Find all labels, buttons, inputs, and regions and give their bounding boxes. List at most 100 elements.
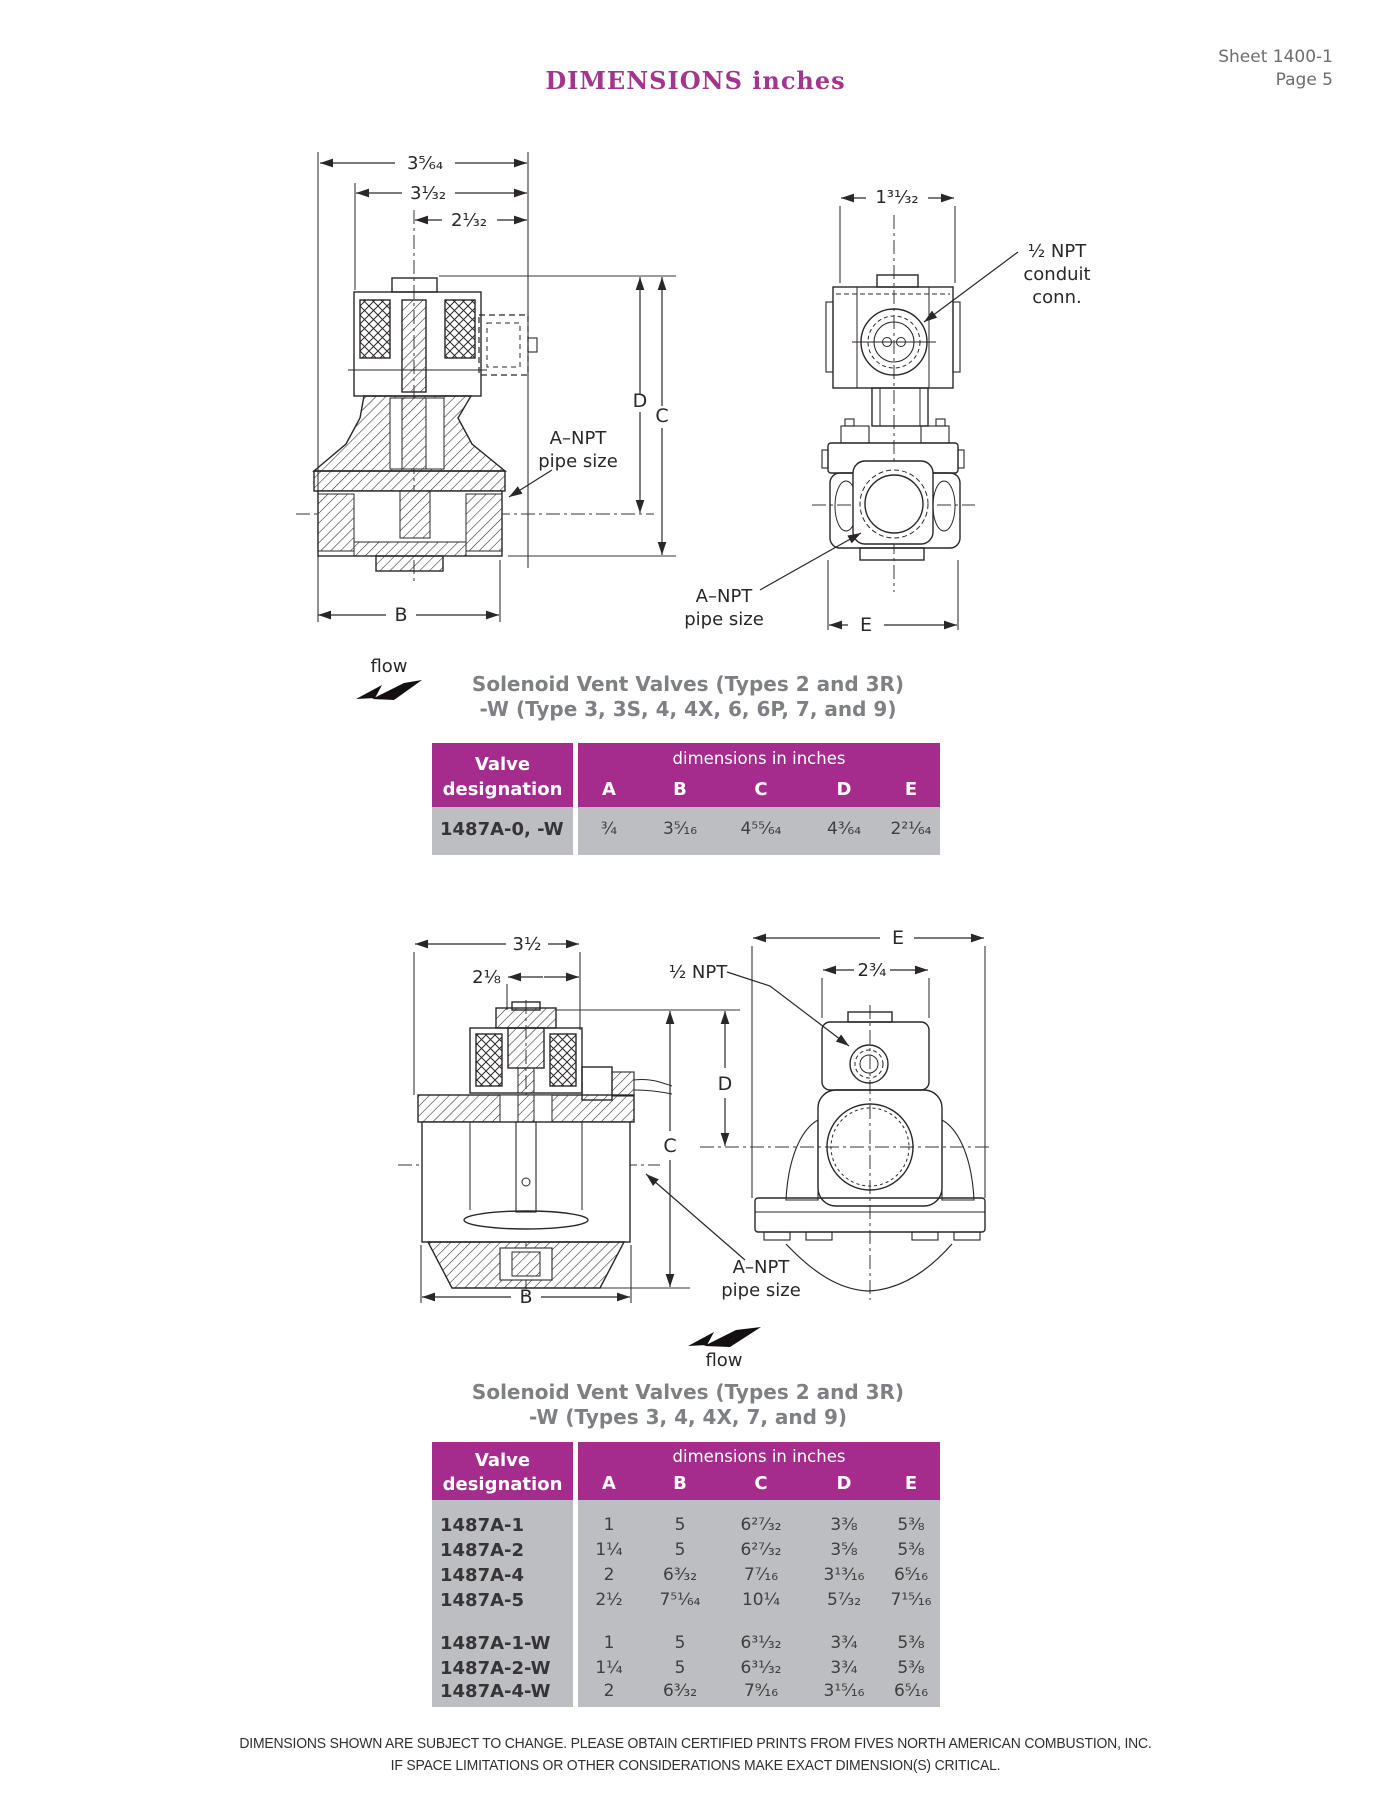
table2-row4-a: 2½: [595, 1590, 623, 1610]
fig2-conduit-note: ½ NPT: [669, 962, 728, 983]
table2-row6-designation: 1487A-2-W: [440, 1658, 551, 1679]
table2-row5-c: 6³¹⁄₃₂: [740, 1633, 782, 1653]
table2-row5-b: 5: [674, 1633, 686, 1653]
fig1-front-extension-lines: [827, 206, 959, 630]
fig1-front-dimension-lines: [829, 193, 957, 630]
fig1-label-d: D: [633, 390, 648, 412]
fig2-dim-overall-width: 3½: [513, 934, 542, 955]
table1-col-a: A: [602, 779, 616, 800]
figure2-caption-line2: -W (Types 3, 4, 4X, 7, and 9): [528, 1405, 848, 1429]
figure1-caption: Solenoid Vent Valves (Types 2 and 3R) -W…: [288, 672, 1088, 722]
table2-row3-c: 7⁷⁄₁₆: [743, 1565, 779, 1585]
table2-body-left-bg: [432, 1500, 573, 1707]
table2-col1-line1: Valve: [474, 1450, 531, 1471]
table2-row4-b: 7⁵¹⁄₆₄: [659, 1590, 701, 1610]
table2-row3-d: 3¹³⁄₁₆: [823, 1565, 865, 1585]
fig1-dim-coil-width: 3¹⁄₃₂: [410, 183, 446, 204]
table2-row1-designation: 1487A-1: [440, 1515, 525, 1536]
fig1-label-e: E: [860, 614, 872, 636]
table1-row1-d: 4³⁄₆₄: [826, 819, 862, 839]
table1-row1-e: 2²¹⁄₆₄: [890, 819, 932, 839]
table2-row2-b: 5: [674, 1540, 686, 1560]
fig1-dimension-lines: [318, 158, 667, 620]
footer-line2: IF SPACE LIMITATIONS OR OTHER CONSIDERAT…: [390, 1757, 1001, 1774]
table-row: 1487A-2-W 1¼ 5 6³¹⁄₃₂ 3¾ 5⅜: [432, 1658, 940, 1683]
fig2-extension-lines: [413, 946, 986, 1303]
sheet-number: Sheet 1400-1: [1218, 47, 1333, 67]
table2-row7-e: 6⁵⁄₁₆: [893, 1681, 929, 1701]
fig1-label-c: C: [655, 405, 668, 427]
table2-row2-a: 1¼: [595, 1540, 623, 1560]
table2-row7-c: 7⁹⁄₁₆: [743, 1681, 779, 1701]
table2-row2-designation: 1487A-2: [440, 1540, 525, 1561]
table2-row5-e: 5⅜: [897, 1633, 925, 1653]
table2-row2-c: 6²⁷⁄₃₂: [740, 1540, 782, 1560]
table2-col-d: D: [836, 1473, 852, 1494]
table-row: 1487A-4-W 2 6³⁄₃₂ 7⁹⁄₁₆ 3¹⁵⁄₁₆ 6⁵⁄₁₆: [432, 1681, 940, 1706]
table2-row1-a: 1: [603, 1515, 615, 1535]
table2-row6-e: 5⅜: [897, 1658, 925, 1678]
table2-row4-designation: 1487A-5: [440, 1590, 525, 1611]
table2-designation-header: Valve designation: [432, 1442, 573, 1500]
table2-row6-d: 3¾: [830, 1658, 858, 1678]
fig1-front-pipe-size-leader: [759, 532, 862, 591]
table2-row4-d: 5⁷⁄₃₂: [826, 1590, 862, 1610]
fig1-conduit-note-line2: conduit: [1023, 264, 1090, 285]
sheet-reference: Sheet 1400-1 Page 5: [1218, 46, 1333, 92]
fig1-flow-label: flow: [370, 656, 407, 677]
dimension-table-1: Valve designation dimensions in inches A…: [432, 743, 940, 855]
table2-body-right-bg: [578, 1500, 940, 1707]
dimension-table-2: Valve designation dimensions in inches A…: [432, 1442, 940, 1707]
fig2-label-b: B: [519, 1286, 532, 1308]
page-number: Page 5: [1275, 70, 1333, 90]
fig2-valve-cross-section: [417, 1001, 673, 1289]
fig2-pipe-size-leader: [645, 1173, 746, 1261]
table2-row6-b: 5: [674, 1658, 686, 1678]
table2-row4-c: 10¼: [741, 1590, 781, 1610]
table2-row6-a: 1¼: [595, 1658, 623, 1678]
table2-dimensions-header: dimensions in inches A B C D E: [578, 1442, 940, 1500]
table2-row7-d: 3¹⁵⁄₁₆: [823, 1681, 865, 1701]
figure2-caption-line1: Solenoid Vent Valves (Types 2 and 3R): [471, 1380, 905, 1404]
fig1-conduit-leader: [923, 251, 1019, 323]
table1-span-header: dimensions in inches: [672, 749, 846, 768]
table2-row5-a: 1: [603, 1633, 615, 1653]
table2-row5-designation: 1487A-1-W: [440, 1633, 551, 1654]
fig2-pipe-size-line2: pipe size: [721, 1280, 801, 1301]
fig1-valve-front-view: [821, 274, 965, 561]
fig1-valve-cross-section: [312, 277, 538, 572]
table-row: 1487A-5 2½ 7⁵¹⁄₆₄ 10¼ 5⁷⁄₃₂ 7¹⁵⁄₁₆: [432, 1590, 940, 1615]
fig2-label-e: E: [892, 927, 904, 949]
fig2-conduit-leader: [726, 971, 850, 1047]
table2-row2-d: 3⅝: [830, 1540, 858, 1560]
fig2-dimension-lines: [415, 933, 984, 1302]
fig2-label-d: D: [718, 1073, 733, 1095]
table2-row1-b: 5: [674, 1515, 686, 1535]
table1-row1-designation: 1487A-0, -W: [440, 819, 564, 840]
table2-span-header: dimensions in inches: [672, 1447, 846, 1466]
table1-row1-a: ¾: [600, 819, 618, 839]
fig1-front-pipe-size-line1: A–NPT: [696, 586, 754, 607]
fig2-flow-label: flow: [705, 1350, 742, 1371]
table-row: 1487A-1-W 1 5 6³¹⁄₃₂ 3¾ 5⅜: [432, 1633, 940, 1658]
table2-row2-e: 5⅜: [897, 1540, 925, 1560]
table2-col-e: E: [904, 1473, 918, 1494]
figure2-caption: Solenoid Vent Valves (Types 2 and 3R) -W…: [288, 1380, 1088, 1430]
fig1-pipe-size-note-line2: pipe size: [538, 451, 618, 472]
table2-col-b: B: [673, 1473, 687, 1494]
table2-col1-line2: designation: [442, 1474, 563, 1495]
table1-body-left-bg: [432, 807, 573, 855]
figure1-solenoid-valve-drawing: 3⁵⁄₆₄ 3¹⁄₃₂ 2¹⁄₃₂ B D C: [296, 152, 1091, 700]
table1-col-b: B: [673, 779, 687, 800]
table1-col-d: D: [836, 779, 852, 800]
table-row: 1487A-2 1¼ 5 6²⁷⁄₃₂ 3⅝ 5⅜: [432, 1540, 940, 1565]
fig2-flow-arrow-icon: [688, 1327, 761, 1347]
table1-col1-line1: Valve: [474, 754, 531, 775]
fig2-dim-coil-width: 2⅛: [472, 967, 501, 988]
table2-row1-c: 6²⁷⁄₃₂: [740, 1515, 782, 1535]
table2-row5-d: 3¾: [830, 1633, 858, 1653]
table2-row3-b: 6³⁄₃₂: [662, 1565, 698, 1585]
table2-col-a: A: [602, 1473, 616, 1494]
fig2-label-c: C: [663, 1135, 676, 1157]
table-row: 1487A-4 2 6³⁄₃₂ 7⁷⁄₁₆ 3¹³⁄₁₆ 6⁵⁄₁₆: [432, 1565, 940, 1590]
